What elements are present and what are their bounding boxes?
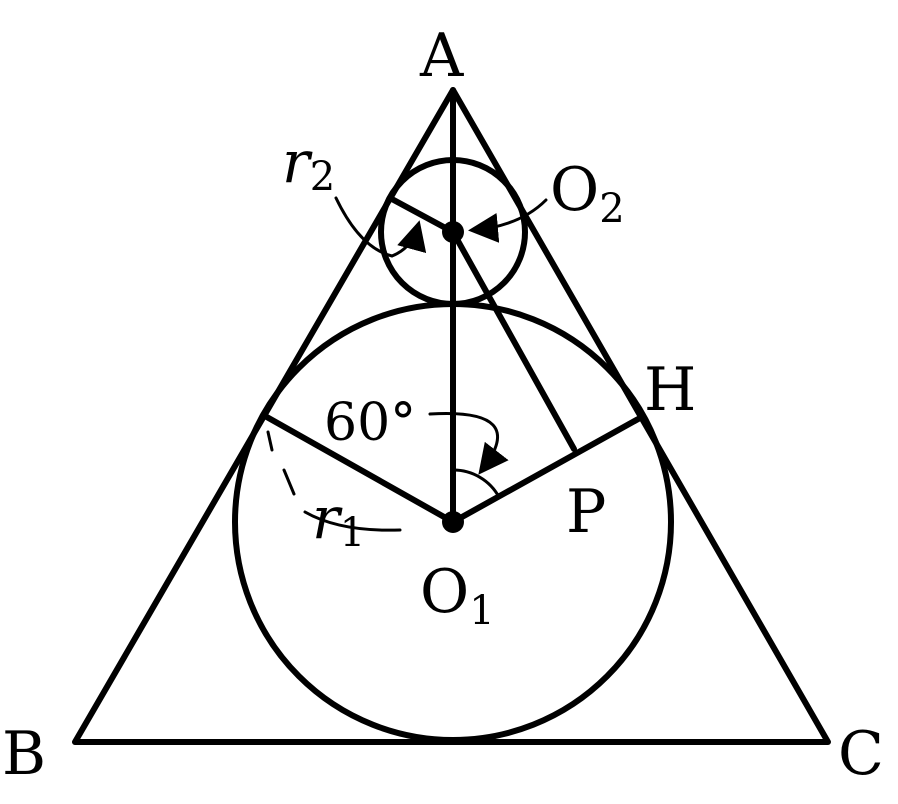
label-angle-60: 60°	[324, 393, 416, 453]
r1-leader	[266, 430, 402, 532]
label-o2: O2	[550, 155, 625, 232]
radius-o1-h	[450, 415, 643, 525]
label-a: A	[419, 21, 464, 91]
label-o1-main: O	[420, 557, 469, 627]
label-r1-main: r	[312, 484, 343, 552]
label-o1-sub: 1	[469, 588, 494, 634]
label-r2-sub: 2	[310, 154, 335, 200]
label-p: P	[566, 477, 606, 547]
segment-o2-p	[450, 229, 577, 452]
radius-o2	[387, 195, 456, 235]
radius-o1-left	[262, 413, 456, 525]
label-c: C	[838, 719, 884, 789]
angle-arrow	[428, 411, 509, 475]
label-r2: r2	[282, 128, 335, 200]
o2-leader	[468, 198, 548, 243]
label-o2-main: O	[550, 155, 599, 225]
label-h: H	[644, 355, 696, 425]
label-r2-main: r	[282, 128, 313, 196]
label-b: B	[2, 719, 46, 789]
label-o1: O1	[420, 557, 495, 634]
point-o2	[442, 221, 464, 243]
r2-leader	[334, 196, 427, 258]
label-r1-sub: 1	[340, 510, 365, 556]
point-o1	[442, 511, 464, 533]
label-o2-sub: 2	[599, 186, 624, 232]
label-r1: r1	[312, 484, 365, 556]
angle-arc	[451, 468, 501, 499]
